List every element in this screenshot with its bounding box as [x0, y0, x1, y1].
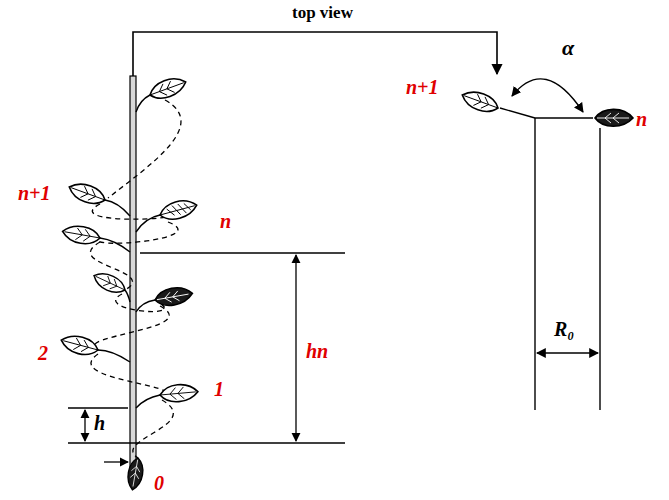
- leaf-index: n: [636, 108, 647, 130]
- leaf-index: n+1: [18, 182, 51, 204]
- angle-label: α: [562, 36, 574, 60]
- dimension-label: h: [94, 412, 105, 434]
- dimension-label: R₀: [554, 318, 574, 340]
- leaf-index: 2: [38, 342, 48, 364]
- leaf-index: 0: [154, 472, 164, 494]
- leaf-index: 1: [214, 378, 224, 400]
- leaf-index: n: [220, 210, 231, 232]
- dimension-label: hn: [306, 340, 328, 362]
- view-title: top view: [292, 4, 353, 23]
- leaf-index: n+1: [406, 76, 439, 98]
